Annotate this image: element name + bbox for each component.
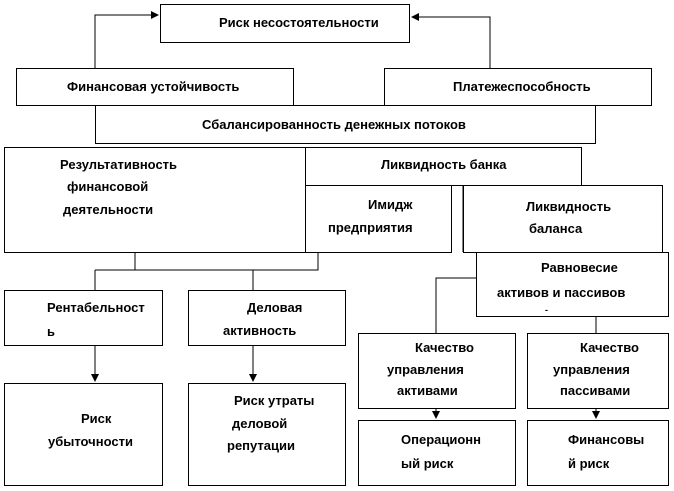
box-financial-stability: Финансовая устойчивость <box>16 68 294 106</box>
box-asset-liability-equilibrium: Равновесие активов и пассивов - <box>476 252 669 317</box>
label: Ликвидность банка <box>381 157 507 172</box>
box-liability-management-quality: Качество управления пассивами <box>527 333 669 409</box>
box-business-activity: Деловая активность <box>188 290 346 346</box>
label: Платежеспособность <box>453 79 591 94</box>
label: деловой <box>232 416 288 431</box>
label: Ликвидность <box>526 199 612 214</box>
box-reputation-risk: Риск утраты деловой репутации <box>188 383 346 486</box>
label: баланса <box>529 221 583 236</box>
label: активами <box>397 383 458 398</box>
label: управления <box>553 362 630 377</box>
label: Качество <box>580 340 639 355</box>
label: предприятия <box>328 220 413 235</box>
label: управления <box>387 362 464 377</box>
label: Финансовы <box>568 432 645 447</box>
label: активность <box>223 323 297 338</box>
label: деятельности <box>63 202 154 217</box>
box-cash-flow-balance: Сбалансированность денежных потоков <box>95 105 596 144</box>
box-operational-risk: Операционн ый риск <box>358 420 516 486</box>
box-bank-liquidity: Ликвидность банка <box>305 147 582 186</box>
label: Качество <box>415 340 474 355</box>
label: Финансовая устойчивость <box>67 79 240 94</box>
label: активов и пассивов <box>497 285 626 300</box>
arrow-stability-to-insolvency <box>94 11 159 68</box>
label: ый риск <box>401 456 454 471</box>
box-performance: Результативность финансовой деятельности <box>4 147 306 253</box>
label: Сбалансированность денежных потоков <box>202 117 466 132</box>
label: финансовой <box>67 179 149 194</box>
label: Риск несостоятельности <box>219 15 379 30</box>
connector-left-branch <box>94 252 319 290</box>
connector-right-branch <box>435 277 597 333</box>
label: Операционн <box>401 432 481 447</box>
box-asset-management-quality: Качество управления активами <box>358 333 516 409</box>
label: Риск <box>81 411 112 426</box>
label: Рентабельност <box>47 300 145 315</box>
label: Результативность <box>60 157 178 172</box>
label: репутации <box>227 438 295 453</box>
label: й риск <box>568 456 610 471</box>
label: пассивами <box>560 383 631 398</box>
label: ь <box>47 324 55 339</box>
box-image: Имидж предприятия <box>305 185 452 253</box>
label: Риск утраты <box>234 393 315 408</box>
label: Равновесие <box>541 260 618 275</box>
box-loss-risk: Риск убыточности <box>4 383 163 486</box>
divider-right <box>450 185 464 252</box>
box-balance-liquidity: Ликвидность баланса <box>463 185 663 253</box>
label: Деловая <box>247 300 303 315</box>
box-profitability: Рентабельност ь <box>4 290 163 346</box>
box-insolvency-risk: Риск несостоятельности <box>160 4 410 43</box>
label: - <box>545 305 548 315</box>
label: Имидж <box>368 197 413 212</box>
label: убыточности <box>48 434 133 449</box>
arrow-solvency-to-insolvency <box>411 13 491 68</box>
box-financial-risk: Финансовы й риск <box>527 420 669 486</box>
box-solvency: Платежеспособность <box>384 68 652 106</box>
